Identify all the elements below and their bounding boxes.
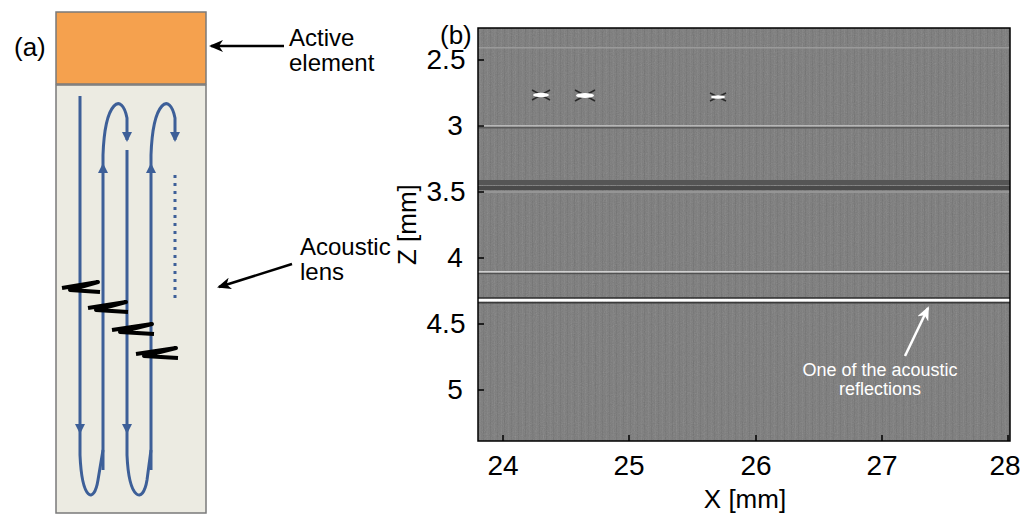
tick-label: 4 [447,243,463,272]
tick-label: 27 [866,451,897,480]
acoustic-lens [56,85,206,513]
echo-waves [62,282,178,358]
tick-label: 4.5 [427,309,466,338]
panel-label: Active element [289,25,399,75]
tick-label: 5 [447,375,463,404]
ultrasound-image [478,28,1010,441]
annotation-text: One of the acoustic reflections [775,361,985,399]
active-element [56,12,206,84]
panel-label: (a) [14,34,46,61]
tick-label: 25 [613,451,644,480]
tick-label: 28 [989,451,1020,480]
panel-label: X [mm] [704,486,786,513]
tick-label: 2.5 [427,45,466,74]
leader-arrow [211,45,284,48]
axis-frame [478,28,1010,441]
tick-label: 3.5 [427,177,466,206]
tick-label: 26 [740,451,771,480]
tick-label: 3 [447,111,463,140]
tick-label: 24 [487,451,518,480]
annotation-arrow [905,308,928,356]
tick-label: Z [mm] [393,185,420,266]
leader-arrow [219,264,292,287]
reverberation-paths [80,96,175,495]
